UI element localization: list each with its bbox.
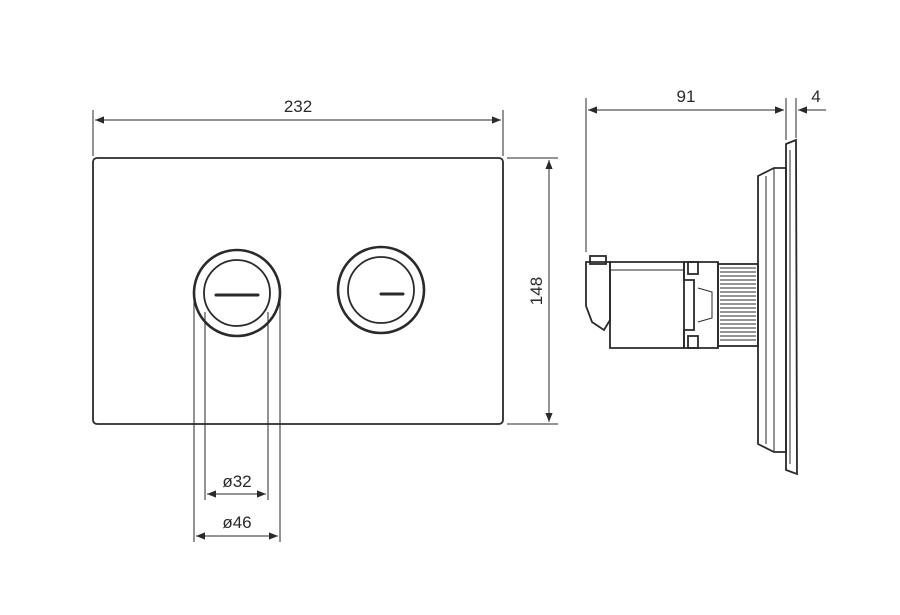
installation-depth-label: 91	[677, 87, 696, 106]
plate-thickness-label: 4	[811, 87, 820, 106]
plate-height-dimension: 148	[507, 157, 558, 425]
plate-width-label: 232	[284, 97, 312, 116]
right-button-outer-ring	[336, 245, 426, 335]
side-view: 91 4	[585, 87, 826, 476]
button-inner-diameter-dimension: ø32	[204, 312, 269, 500]
front-view: 232 148 ø32 ø46	[92, 97, 558, 542]
plate-thickness-dimension: 4	[768, 87, 826, 138]
side-threaded-sleeve	[717, 263, 759, 347]
plate-height-label: 148	[527, 277, 546, 305]
left-button	[192, 248, 282, 338]
side-actuator-housing	[585, 255, 685, 349]
installation-depth-dimension: 91	[585, 87, 787, 252]
flush-plate-outline	[92, 157, 504, 425]
right-button	[336, 245, 426, 335]
right-button-inner-ring	[347, 256, 415, 324]
plate-width-dimension: 232	[92, 97, 504, 156]
left-button-inner-ring	[203, 259, 271, 327]
side-coupling-clip	[683, 261, 719, 349]
button-outer-diameter-dimension: ø46	[193, 296, 281, 542]
left-button-outer-ring	[192, 248, 282, 338]
button-inner-diameter-label: ø32	[222, 472, 251, 491]
side-mounting-frame	[757, 167, 787, 453]
side-plate-profile	[785, 138, 798, 476]
button-outer-diameter-label: ø46	[222, 513, 251, 532]
